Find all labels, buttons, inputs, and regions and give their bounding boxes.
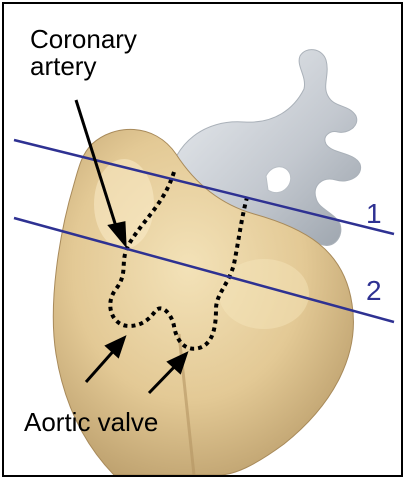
aortic-valve-label: Aortic valve: [24, 409, 158, 436]
heart-model-figure: Coronary artery Aortic valve 1 2: [2, 2, 403, 477]
coronary-artery-label: Coronary artery: [30, 26, 137, 81]
plane-number-2: 2: [366, 277, 382, 305]
plane-number-1: 1: [366, 200, 382, 228]
coronary-artery-label-text: Coronary artery: [30, 26, 137, 81]
